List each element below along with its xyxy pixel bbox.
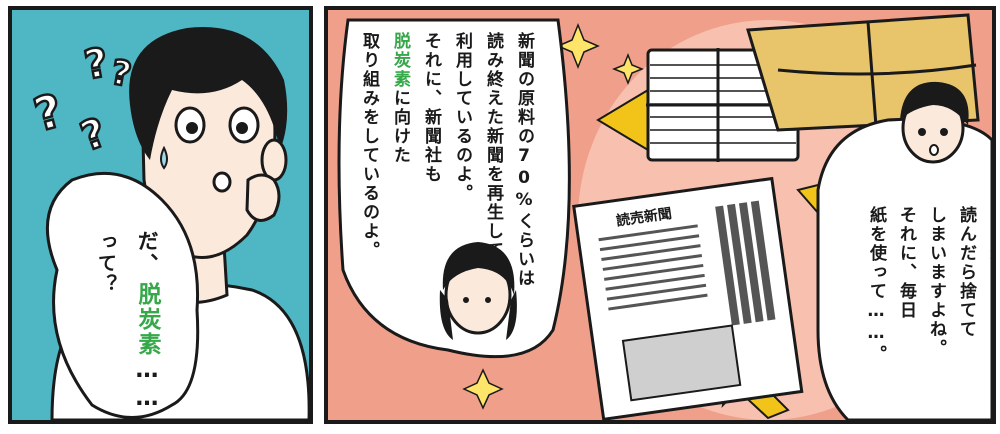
man-character — [900, 81, 969, 164]
speech-man-line: でも新聞って — [986, 206, 996, 320]
speech-left-ellipsis: …… — [134, 357, 160, 413]
mouth-shape — [212, 171, 232, 193]
speech-left-prefix: だ、 — [135, 230, 159, 276]
speech-woman-line: 利用しているのよ。 — [452, 32, 472, 203]
question-mark: ? — [81, 40, 112, 89]
sweat-drop-icon — [160, 145, 168, 170]
highlight-keyword: 脱炭素 — [390, 32, 410, 89]
speech-bubble-left — [45, 171, 200, 419]
speech-left-highlight: 脱炭素…… — [132, 282, 162, 413]
speech-man-line: それに、毎日 — [896, 206, 916, 320]
speech-man-line: 紙を使って……。 — [866, 206, 886, 364]
hair-shape — [129, 27, 288, 160]
speech-woman-line: 読み終えた新聞を再生して — [483, 32, 503, 260]
newspaper-stack — [646, 48, 800, 162]
speech-woman-line: 脱炭素に向けた — [384, 32, 415, 288]
hand-shape — [245, 173, 281, 222]
question-mark: ? — [28, 83, 68, 142]
speech-man-line: 読んだら捨てて — [956, 206, 976, 339]
speech-man-text: でも新聞って 読んだら捨てて しまいますよね。 それに、毎日 紙を使って……。 — [861, 206, 996, 364]
panel-right-art: 読売新聞 — [337, 13, 992, 420]
panel-left-art: ? ? ? ? — [27, 27, 309, 420]
speech-woman-line: それに、新聞社も — [421, 32, 441, 184]
woman-character — [439, 242, 517, 340]
panel-left: ? ? ? ? — [8, 6, 313, 424]
speech-woman-text: 新聞の原料の70%くらいは 読み終えた新聞を再生して 利用しているのよ。 それに… — [353, 32, 539, 288]
speech-woman-line: 取り組みをしているのよ。 — [359, 32, 379, 260]
newspaper-sheet: 読売新聞 — [572, 176, 804, 420]
speech-left-col1: だ、 — [132, 230, 162, 276]
question-mark: ? — [75, 109, 113, 160]
speech-woman-line: 新聞の原料の70%くらいは — [514, 32, 534, 288]
speech-left-col2: って？ — [95, 232, 117, 295]
speech-man-line: しまいますよね。 — [926, 206, 946, 358]
speech-woman-fragment: に向けた — [390, 89, 410, 165]
highlight-keyword: 脱炭素 — [134, 282, 160, 357]
panel-right: 読売新聞 新聞 — [324, 6, 996, 424]
